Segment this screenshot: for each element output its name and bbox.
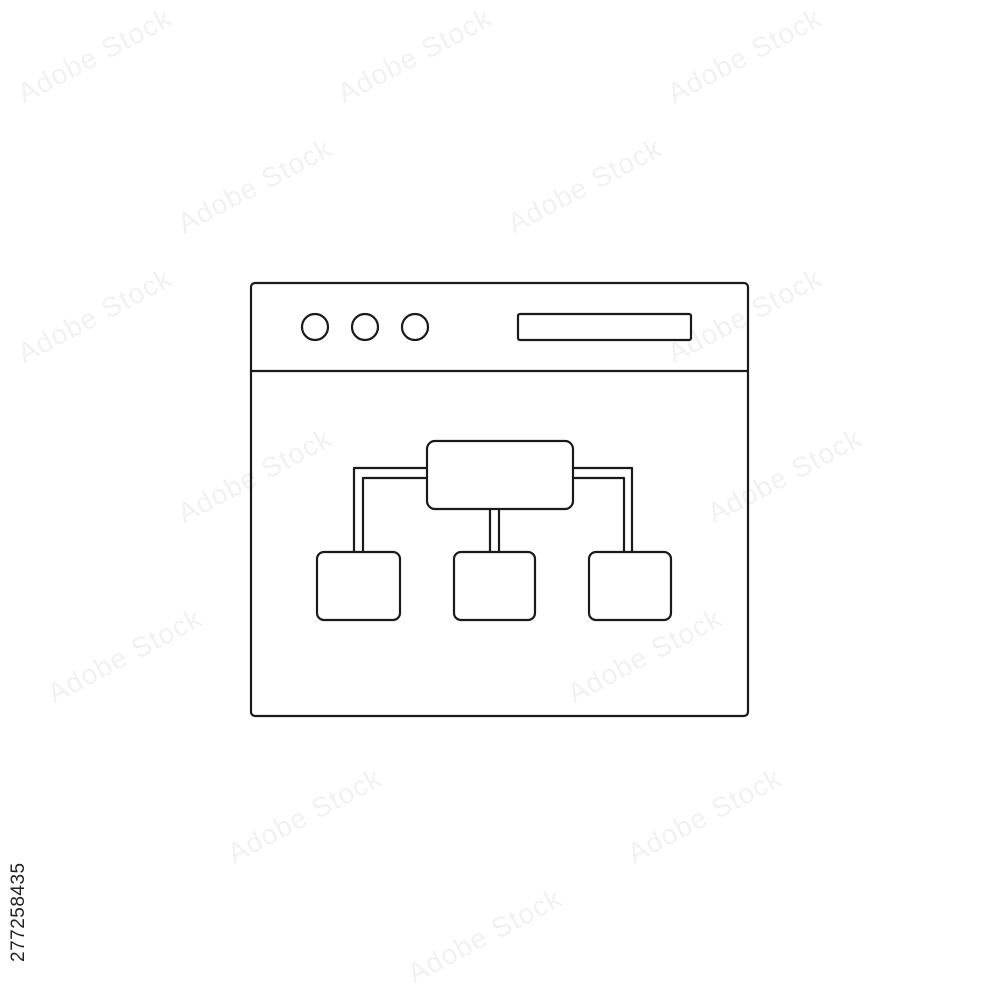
window-dot-icon <box>350 312 380 342</box>
window-dot-icon <box>300 312 330 342</box>
sitemap-connector-left <box>352 466 429 554</box>
sitemap-connector-left <box>361 476 429 554</box>
address-bar <box>516 312 693 342</box>
browser-window-frame <box>249 281 750 718</box>
window-dot-icon <box>400 312 430 342</box>
sitemap-parent-node <box>425 439 575 511</box>
sitemap-connector-right <box>571 476 626 554</box>
sitemap-child-node-right <box>587 550 673 622</box>
sitemap-connector-right <box>571 466 634 554</box>
sitemap-child-node-middle <box>452 550 537 622</box>
sitemap-child-node-left <box>315 550 402 622</box>
stock-id-label: 277258435 <box>8 862 29 962</box>
